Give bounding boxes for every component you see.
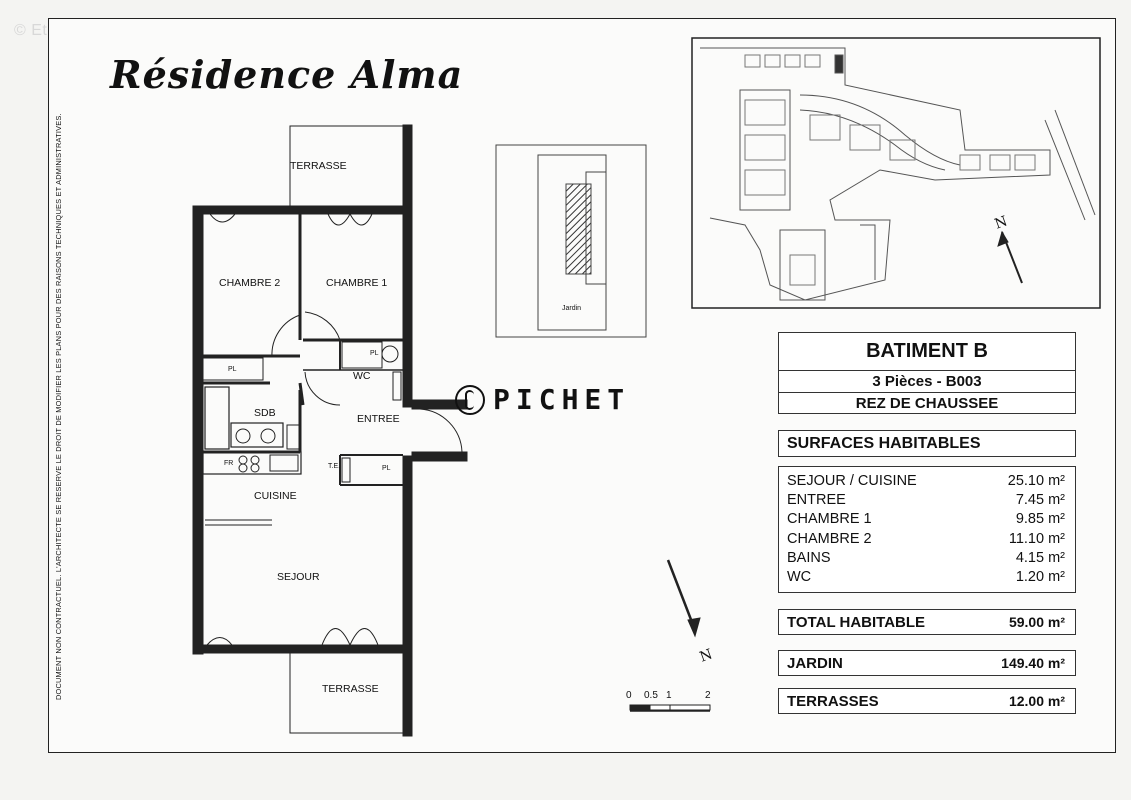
scale-tick-0: 0 — [626, 690, 632, 701]
jardin-value: 149.40 m² — [1001, 655, 1065, 671]
wc-label: WC — [353, 370, 371, 382]
chambre-1-label: CHAMBRE 1 — [326, 277, 388, 289]
scale-tick-05: 0.5 — [644, 690, 658, 701]
te-label: T.E. — [328, 463, 341, 470]
scale-tick-1: 1 — [666, 690, 672, 701]
entree-label: ENTREE — [357, 413, 400, 425]
cuisine-label: CUISINE — [254, 490, 297, 502]
surface-row: CHAMBRE 1 9.85 m² — [787, 510, 1065, 529]
pieces-label: 3 Pièces - B003 — [779, 371, 1075, 393]
total-habitable-label: TOTAL HABITABLE — [787, 613, 926, 631]
master-plan-outline — [691, 37, 1101, 309]
surface-name: WC — [787, 569, 812, 586]
surface-value: 7.45 m² — [1015, 492, 1065, 509]
surface-name: SEJOUR / CUISINE — [787, 473, 917, 489]
terrasses-value: 12.00 m² — [1008, 693, 1065, 709]
niveau-label: REZ DE CHAUSSEE — [855, 394, 999, 412]
jardin-row: JARDIN 149.40 m² — [778, 650, 1076, 676]
residence-title: Résidence Alma — [110, 52, 464, 97]
surface-row: CHAMBRE 2 11.10 m² — [787, 530, 1065, 549]
building-info-box: BATIMENT B 3 Pièces - B003 REZ DE CHAUSS… — [778, 332, 1076, 414]
wall-right-lower — [402, 455, 413, 737]
surface-row: ENTREE 7.45 m² — [787, 491, 1065, 510]
surface-value: 1.20 m² — [1015, 569, 1065, 586]
terrasse-top-outline — [289, 125, 405, 207]
scale-tick-2: 2 — [705, 690, 711, 701]
wall-outer-left — [192, 205, 204, 655]
jardin-label: JARDIN — [787, 654, 843, 672]
fr-label: FR — [224, 460, 234, 467]
surface-name: BAINS — [787, 549, 831, 566]
terrasse-bottom-label: TERRASSE — [322, 683, 379, 695]
surface-name: CHAMBRE 2 — [787, 530, 872, 547]
surface-row: WC 1.20 m² — [787, 568, 1065, 587]
total-habitable-value: 59.00 m² — [1008, 614, 1065, 630]
wall-right-upper — [402, 124, 413, 408]
wall-bottom — [192, 644, 408, 654]
terrasses-label: TERRASSES — [787, 692, 879, 710]
terrasse-top-label: TERRASSE — [290, 160, 347, 172]
surface-value: 11.10 m² — [1008, 530, 1065, 547]
batiment-label: BATIMENT B — [779, 333, 1075, 371]
jardin-site-label: Jardin — [562, 305, 582, 312]
surface-name: CHAMBRE 1 — [787, 511, 872, 528]
terrasses-row: TERRASSES 12.00 m² — [778, 688, 1076, 714]
pichet-logo-text: PICHET — [493, 383, 631, 416]
surface-value: 9.85 m² — [1015, 511, 1065, 528]
terrasse-bottom-outline — [289, 652, 405, 734]
sejour-label: SEJOUR — [277, 571, 320, 583]
surface-value: 25.10 m² — [1007, 473, 1065, 489]
surfaces-header: SURFACES HABITABLES — [778, 430, 1076, 457]
surface-row: SEJOUR / CUISINE 25.10 m² — [787, 472, 1065, 491]
pl-entree-label: PL — [382, 465, 391, 472]
wall-top — [192, 205, 408, 215]
pl-closet-label: PL — [228, 366, 237, 373]
chambre-2-label: CHAMBRE 2 — [219, 277, 281, 289]
surface-value: 4.15 m² — [1015, 549, 1065, 566]
pichet-logo: PICHET — [455, 383, 630, 416]
surface-row: BAINS 4.15 m² — [787, 549, 1065, 568]
pichet-logo-icon — [455, 384, 485, 415]
pl-wc-label: PL — [370, 350, 379, 357]
surface-name: ENTREE — [787, 492, 846, 509]
sdb-label: SDB — [254, 407, 276, 419]
site-plan-outline — [495, 144, 647, 338]
total-habitable-row: TOTAL HABITABLE 59.00 m² — [778, 609, 1076, 635]
